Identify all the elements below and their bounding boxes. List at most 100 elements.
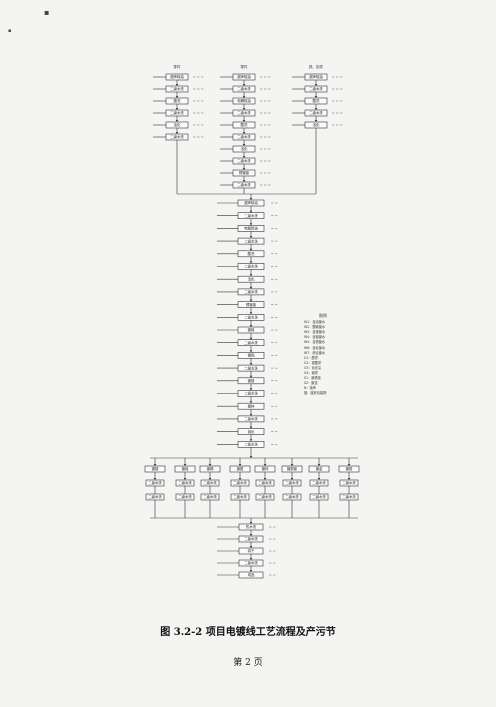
- legend: 图例 W1：含油废水 W2：酸碱废水 W3：含铬废水 W4：含镍废水 W5：含铜…: [304, 313, 350, 397]
- process-box-label: 二级水洗: [312, 494, 326, 499]
- process-box-label: 超声除油: [244, 200, 258, 205]
- legend-item-2: W3：含铬废水: [304, 330, 326, 335]
- arrow-head: [175, 84, 179, 86]
- process-box-label: 活化: [241, 146, 248, 151]
- arrow-head: [249, 248, 253, 251]
- process-box-label: 二级水洗: [237, 110, 251, 115]
- arrow-head: [249, 558, 253, 560]
- figure-caption: 图 3.2-2 项目电镀线工艺流程及产污节: [160, 627, 336, 638]
- arrow-head: [249, 375, 253, 378]
- legend-item-0: W1：含油废水: [304, 320, 326, 325]
- process-box-label: 成品: [248, 572, 255, 577]
- process-box-label: 镀银: [237, 466, 244, 471]
- process-box-label: 活化: [248, 276, 255, 281]
- arrow-head: [249, 261, 253, 264]
- process-box-label: 镀锌: [248, 403, 255, 408]
- arrow-head: [238, 464, 242, 466]
- process-box-label: 预镀镍: [239, 170, 250, 175]
- process-box-label: 二级水洗: [342, 494, 356, 499]
- arrow-head: [242, 96, 246, 98]
- arrow-head: [249, 210, 253, 213]
- input-header: 零件: [240, 64, 248, 69]
- arrow-head: [263, 464, 267, 466]
- process-box-label: 二级水洗: [244, 442, 258, 447]
- arrow-head: [242, 168, 246, 170]
- process-box-label: 二级水洗: [285, 494, 299, 499]
- arrow-head: [175, 132, 179, 134]
- process-box-label: 二级水洗: [342, 480, 356, 485]
- plating-rinse-box: [175, 493, 195, 501]
- arrow-head: [242, 144, 246, 146]
- arrow-head: [314, 96, 318, 98]
- legend-item-3: W4：含镍废水: [304, 335, 326, 340]
- process-box-label: 二级水洗: [203, 494, 217, 499]
- legend-item-13: N：噪声: [304, 386, 316, 391]
- arrow-head: [314, 120, 318, 122]
- corner-mark: ▪: [44, 8, 50, 17]
- plating-rinse-box: [282, 493, 302, 501]
- process-box-label: 酸洗: [313, 98, 320, 103]
- arrow-head: [263, 478, 267, 480]
- arrow-head: [249, 236, 253, 239]
- arrow-head: [314, 108, 318, 110]
- process-box-label: 热水洗: [246, 524, 257, 529]
- process-box-label: 二级水洗: [309, 86, 323, 91]
- legend-item-1: W2：酸碱废水: [304, 325, 326, 330]
- process-box-label: 二级水洗: [312, 480, 326, 485]
- process-box-label: 酸洗: [248, 251, 255, 256]
- arrow-head: [249, 363, 253, 366]
- arrow-head: [249, 223, 253, 226]
- process-box-label: 二级水洗: [258, 494, 272, 499]
- arrow-head: [249, 534, 253, 536]
- process-box-label: 二级水洗: [170, 134, 184, 139]
- plating-rinse-box: [255, 493, 275, 501]
- arrow-head: [183, 464, 187, 466]
- legend-item-11: S1：废槽液: [304, 376, 321, 381]
- arrow-head: [249, 439, 253, 442]
- plating-rinse-box: [200, 493, 220, 501]
- process-box-label: 二级水洗: [244, 536, 258, 541]
- process-box-label: 活化: [313, 122, 320, 127]
- process-box-label: 二级水洗: [244, 264, 258, 269]
- legend-item-6: W7：综合废水: [304, 350, 326, 355]
- input-header: 铁、铝件: [309, 64, 324, 69]
- arrow-head: [249, 325, 253, 327]
- legend-item-8: G2：铬酸雾: [304, 360, 322, 365]
- arrow-head: [249, 413, 253, 416]
- arrow-head: [242, 108, 246, 110]
- process-box-label: 二级水洗: [244, 315, 258, 320]
- process-box-label: 二级水洗: [233, 494, 247, 499]
- arrow-head: [153, 478, 157, 480]
- arrow-head: [249, 286, 253, 289]
- process-box-label: 二级水洗: [244, 560, 258, 565]
- process-box-label: 二级水洗: [148, 480, 162, 485]
- process-box-label: 二级水洗: [237, 182, 251, 187]
- arrow-head: [314, 84, 318, 86]
- arrow-head: [317, 478, 321, 480]
- process-box-label: 超声除油: [237, 74, 251, 79]
- arrow-head: [242, 84, 246, 86]
- arrow-head: [249, 388, 253, 391]
- process-box-label: 二级水洗: [233, 480, 247, 485]
- arrow-head: [290, 478, 294, 480]
- process-box-label: 超声除油: [170, 74, 184, 79]
- process-box-label: 二级水洗: [203, 480, 217, 485]
- process-box-label: 二级水洗: [237, 86, 251, 91]
- process-box-label: 镀锡: [207, 466, 214, 471]
- process-box-label: 二级水洗: [244, 213, 258, 218]
- arrow-head: [183, 478, 187, 480]
- process-box-label: 烘干: [248, 548, 255, 553]
- process-box-label: 镀镍: [182, 466, 189, 471]
- plating-rinse-box: [145, 493, 165, 501]
- arrow-head: [249, 274, 253, 277]
- plating-rinse-box: [339, 493, 359, 501]
- process-box-label: 电解除油: [237, 98, 251, 103]
- process-box-label: 预镀镍: [246, 302, 257, 307]
- arrow-head: [249, 401, 253, 404]
- arrow-head: [242, 132, 246, 134]
- arrow-head: [238, 478, 242, 480]
- process-box-label: 镀镍: [248, 327, 255, 332]
- plating-rinse-box: [230, 493, 250, 501]
- legend-item-5: W6：含氰废水: [304, 345, 326, 350]
